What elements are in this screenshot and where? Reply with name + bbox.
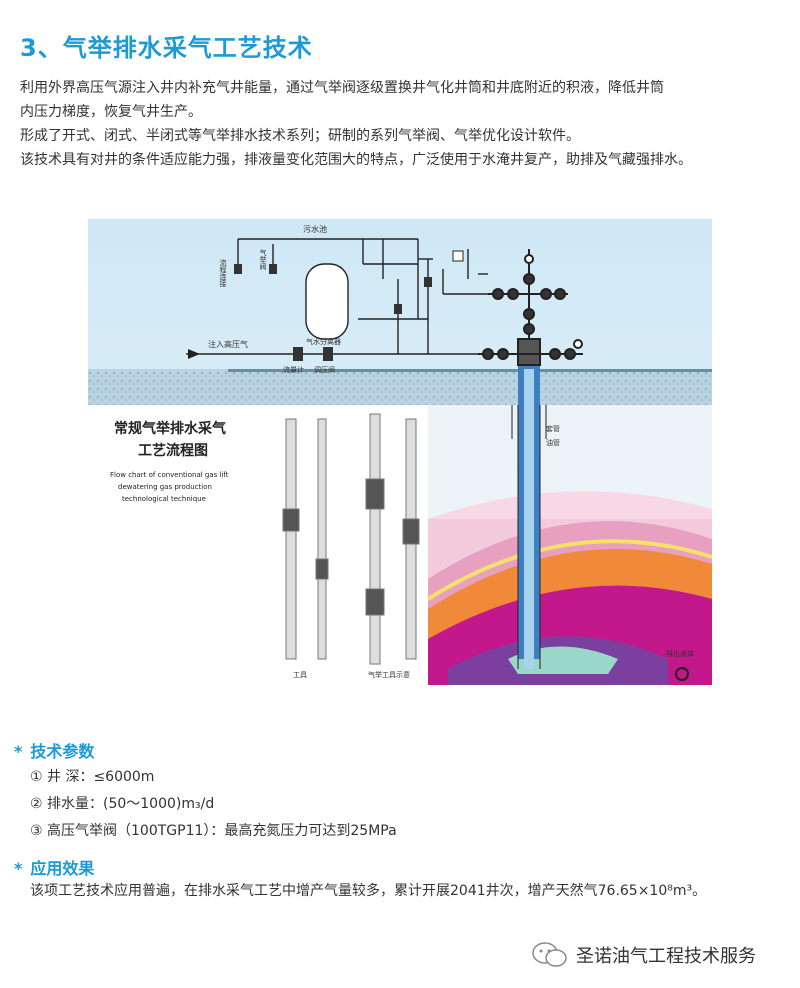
param-item: ③ 高压气举阀（100TGP11）：最高充氮压力可达到25MPa — [30, 823, 397, 839]
flow-chart-title-cn-1: 常规气举排水采气 — [114, 420, 226, 437]
label-flowmeter: 流量计 — [283, 365, 304, 374]
wellhead — [478, 249, 583, 366]
label-inject: 注入高压气 — [208, 339, 248, 349]
label-pressure-valve: 调压阀 — [314, 365, 335, 374]
label-separator: 气水分离器 — [306, 337, 341, 346]
wechat-watermark: 圣诺油气工程技术服务 — [530, 940, 756, 970]
label-casing: 套管 — [546, 424, 560, 433]
params-header: *技术参数 — [14, 742, 95, 761]
gas-lift-diagram: 污水池 注入高压气 流量计 调压阀 气水分离器 套管 油管 排出液体 流程连接 … — [88, 219, 712, 685]
flow-chart-title-cn-2: 工艺流程图 — [138, 442, 208, 459]
surface-piping — [206, 238, 488, 355]
tool-illustrations — [282, 413, 420, 665]
caption-right: 气举工具示意 — [368, 670, 410, 679]
footer-text: 圣诺油气工程技术服务 — [576, 946, 756, 967]
gas-water-separator — [305, 263, 349, 340]
effect-text: 该项工艺技术应用普遍，在排水采气工艺中增产气量较多，累计开展2041井次，增产天… — [30, 883, 707, 899]
well-bore — [511, 359, 547, 669]
label-sewage: 污水池 — [303, 224, 327, 234]
intro-line: 形成了开式、闭式、半闭式等气举排水技术系列；研制的系列气举阀、气举优化设计软件。 — [20, 128, 580, 144]
intro-line: 内压力梯度，恢复气井生产。 — [20, 104, 202, 120]
flow-chart-title-en-1: Flow chart of conventional gas lift — [110, 471, 229, 479]
caption-left: 工具 — [293, 671, 307, 679]
wechat-icon — [532, 942, 567, 967]
label-left-2: 气举阀 — [259, 248, 267, 271]
label-outlet: 排出液体 — [666, 649, 694, 658]
valves — [234, 250, 464, 361]
intro-text: 利用外界高压气源注入井内补充气井能量，通过气举阀逐级置换井气化井筒和井底附近的积… — [20, 76, 790, 172]
flow-chart-title-en-2: dewatering gas production — [118, 483, 212, 491]
bullet-star-icon: * — [14, 742, 23, 761]
bullet-star-icon: * — [14, 859, 23, 878]
outlet-icon — [675, 667, 689, 681]
geology-layers — [426, 405, 712, 685]
label-tubing: 油管 — [546, 438, 560, 447]
param-item: ② 排水量：(50～1000)m₃/d — [30, 796, 215, 812]
intro-line: 该技术具有对井的条件适应能力强，排液量变化范围大的特点，广泛使用于水淹井复产，助… — [20, 152, 692, 168]
label-left-1: 流程连接 — [219, 258, 227, 288]
intro-line: 利用外界高压气源注入井内补充气井能量，通过气举阀逐级置换井气化井筒和井底附近的积… — [20, 80, 664, 96]
ground-band — [228, 369, 712, 405]
page-title: 3、气举排水采气工艺技术 — [20, 34, 313, 62]
flow-chart-title-en-3: technological technique — [122, 495, 206, 503]
inject-arrow — [186, 349, 206, 359]
param-item: ① 井 深：≤6000m — [30, 769, 155, 785]
effect-header: *应用效果 — [14, 859, 95, 878]
